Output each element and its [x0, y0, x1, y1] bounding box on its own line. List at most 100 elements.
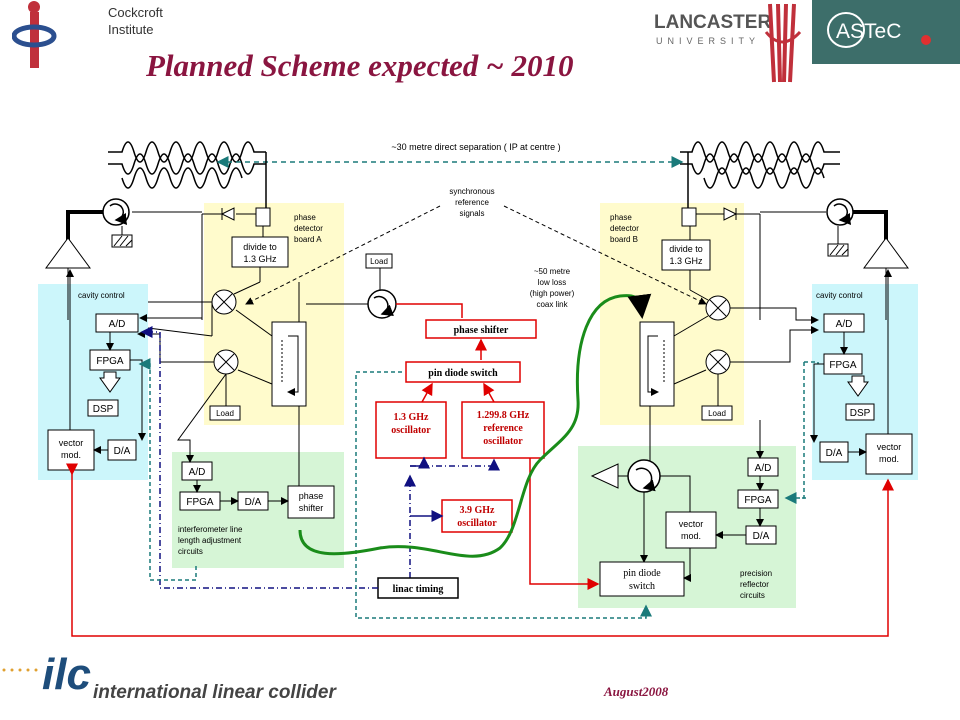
red-pin-diode-switch-label: pin diode switch: [428, 368, 498, 379]
university-name: LANCASTER: [654, 12, 772, 33]
sync-arrow-left: [245, 205, 441, 305]
right-divide-line1: divide to: [669, 244, 703, 254]
left-ad-box: [95, 313, 139, 333]
right-fpga-label: FPGA: [829, 360, 857, 371]
precision-label3: circuits: [740, 591, 765, 600]
cockcroft-logo: [12, 1, 57, 68]
right-divide-line2: 1.3 GHz: [669, 256, 703, 266]
left-fpga-label: FPGA: [96, 356, 124, 367]
right-phase-label3: board B: [610, 235, 638, 244]
page-title: Planned Scheme expected ~ 2010: [146, 48, 574, 83]
interf-phase-shifter-line2: shifter: [299, 503, 324, 513]
separation-label: ~30 metre direct separation ( IP at cent…: [391, 142, 560, 152]
astec-ring-icon: [827, 12, 865, 48]
interf-label1: interferometer line: [178, 525, 243, 534]
left-vector-mod-line1: vector: [59, 438, 84, 448]
right-directional-coupler: [639, 321, 675, 407]
left-phase-label1: phase: [294, 213, 316, 222]
red-39ghz-line1: 3.9 GHz: [460, 505, 496, 516]
right-divide-box: [661, 239, 711, 271]
red-ref-line3: oscillator: [483, 436, 523, 447]
astec-logo: [812, 0, 960, 64]
red-pin-diode-switch-box: [405, 361, 521, 383]
left-feed-line: [66, 210, 114, 240]
red-ref-line1: 1.299.8 GHz: [477, 410, 530, 421]
reflector-vector-mod-box: [665, 511, 717, 549]
astec-dot-icon: [921, 35, 931, 45]
red-ref-oscillator-box: [461, 401, 545, 459]
right-load-box: [701, 405, 733, 421]
left-load-label: Load: [216, 409, 234, 418]
interf-label2: length adjustment: [178, 536, 242, 545]
ilc-name: international linear collider: [93, 682, 336, 703]
reflector-fpga-label: FPGA: [744, 495, 772, 506]
right-amplifier-icon: [863, 237, 909, 269]
institute-line2: Institute: [108, 22, 154, 37]
coax-line2: low loss: [538, 278, 566, 287]
left-phase-label2: detector: [294, 224, 323, 233]
red-39ghz-oscillator-box: [441, 499, 513, 533]
reflector-circulator-icon: [627, 459, 661, 493]
right-dsp-label: DSP: [850, 408, 871, 419]
lancaster-crest-icon: [764, 3, 802, 83]
ilc-dots: [2, 668, 38, 672]
interf-ad-label: A/D: [189, 467, 206, 478]
left-da-label: D/A: [114, 446, 131, 457]
left-diode-icon: [220, 207, 235, 221]
right-vector-mod-line2: mod.: [879, 454, 899, 464]
left-divide-line2: 1.3 GHz: [243, 254, 277, 264]
left-cavity-wave-3: [121, 167, 243, 189]
left-vector-mod-line2: mod.: [61, 450, 81, 460]
university-sub: UNIVERSITY: [656, 36, 761, 46]
precision-label1: precision: [740, 569, 772, 578]
right-load-label: Load: [708, 409, 726, 418]
left-vector-mod-box: [47, 429, 95, 471]
reflector-vector-mod-line2: mod.: [681, 531, 701, 541]
institute-line1: Cockcroft: [108, 5, 163, 20]
right-ad-label: A/D: [836, 319, 853, 330]
coax-line1: ~50 metre: [534, 267, 571, 276]
right-circulator-icon: [826, 198, 854, 226]
left-cavity-control-label: cavity control: [78, 291, 125, 300]
coax-line3: (high power): [530, 289, 575, 298]
left-cavity-wave-1: [108, 141, 266, 163]
right-phase-label2: detector: [610, 224, 639, 233]
centre-load-label: Load: [370, 257, 388, 266]
centre-load-box: [365, 253, 393, 269]
ilc-logo-mark: ilc: [42, 650, 91, 699]
right-cavity-wave-2: [680, 153, 840, 175]
left-coupler: [255, 207, 271, 227]
right-feed-line: [852, 210, 888, 240]
sync-line3: signals: [460, 209, 485, 218]
interf-fpga-label: FPGA: [186, 497, 214, 508]
left-ad-label: A/D: [109, 319, 126, 330]
left-load-box: [209, 405, 241, 421]
right-coupler: [681, 207, 697, 227]
left-amplifier-icon: [45, 237, 91, 269]
red-ref-line2: reference: [483, 423, 523, 434]
reflector-pin-diode-line2: switch: [629, 581, 655, 592]
left-divide-box: [231, 236, 289, 268]
reflector-vector-mod-line1: vector: [679, 519, 704, 529]
right-cavity-control-label: cavity control: [816, 291, 863, 300]
interf-phase-shifter-line1: phase: [299, 491, 324, 501]
left-dsp-box: [87, 399, 119, 417]
left-phase-label3: board A: [294, 235, 322, 244]
reflector-ad-label: A/D: [755, 463, 772, 474]
red-13ghz-line1: 1.3 GHz: [394, 412, 430, 423]
red-13ghz-oscillator-box: [375, 401, 447, 459]
precision-label2: reflector: [740, 580, 769, 589]
astec-logo-text: ASTeC: [836, 20, 902, 43]
right-vector-mod-line1: vector: [877, 442, 902, 452]
left-cavity-wave-2: [108, 153, 266, 175]
interf-label3: circuits: [178, 547, 203, 556]
sync-line2: reference: [455, 198, 489, 207]
institute-name: Cockcroft Institute: [108, 4, 163, 38]
left-directional-coupler: [271, 321, 307, 407]
coax-line4: coax link: [536, 300, 568, 309]
right-cavity-wave-1: [680, 141, 840, 163]
reflector-da-label: D/A: [753, 531, 770, 542]
red-bottom-loop: [66, 463, 894, 637]
right-phase-label1: phase: [610, 213, 632, 222]
